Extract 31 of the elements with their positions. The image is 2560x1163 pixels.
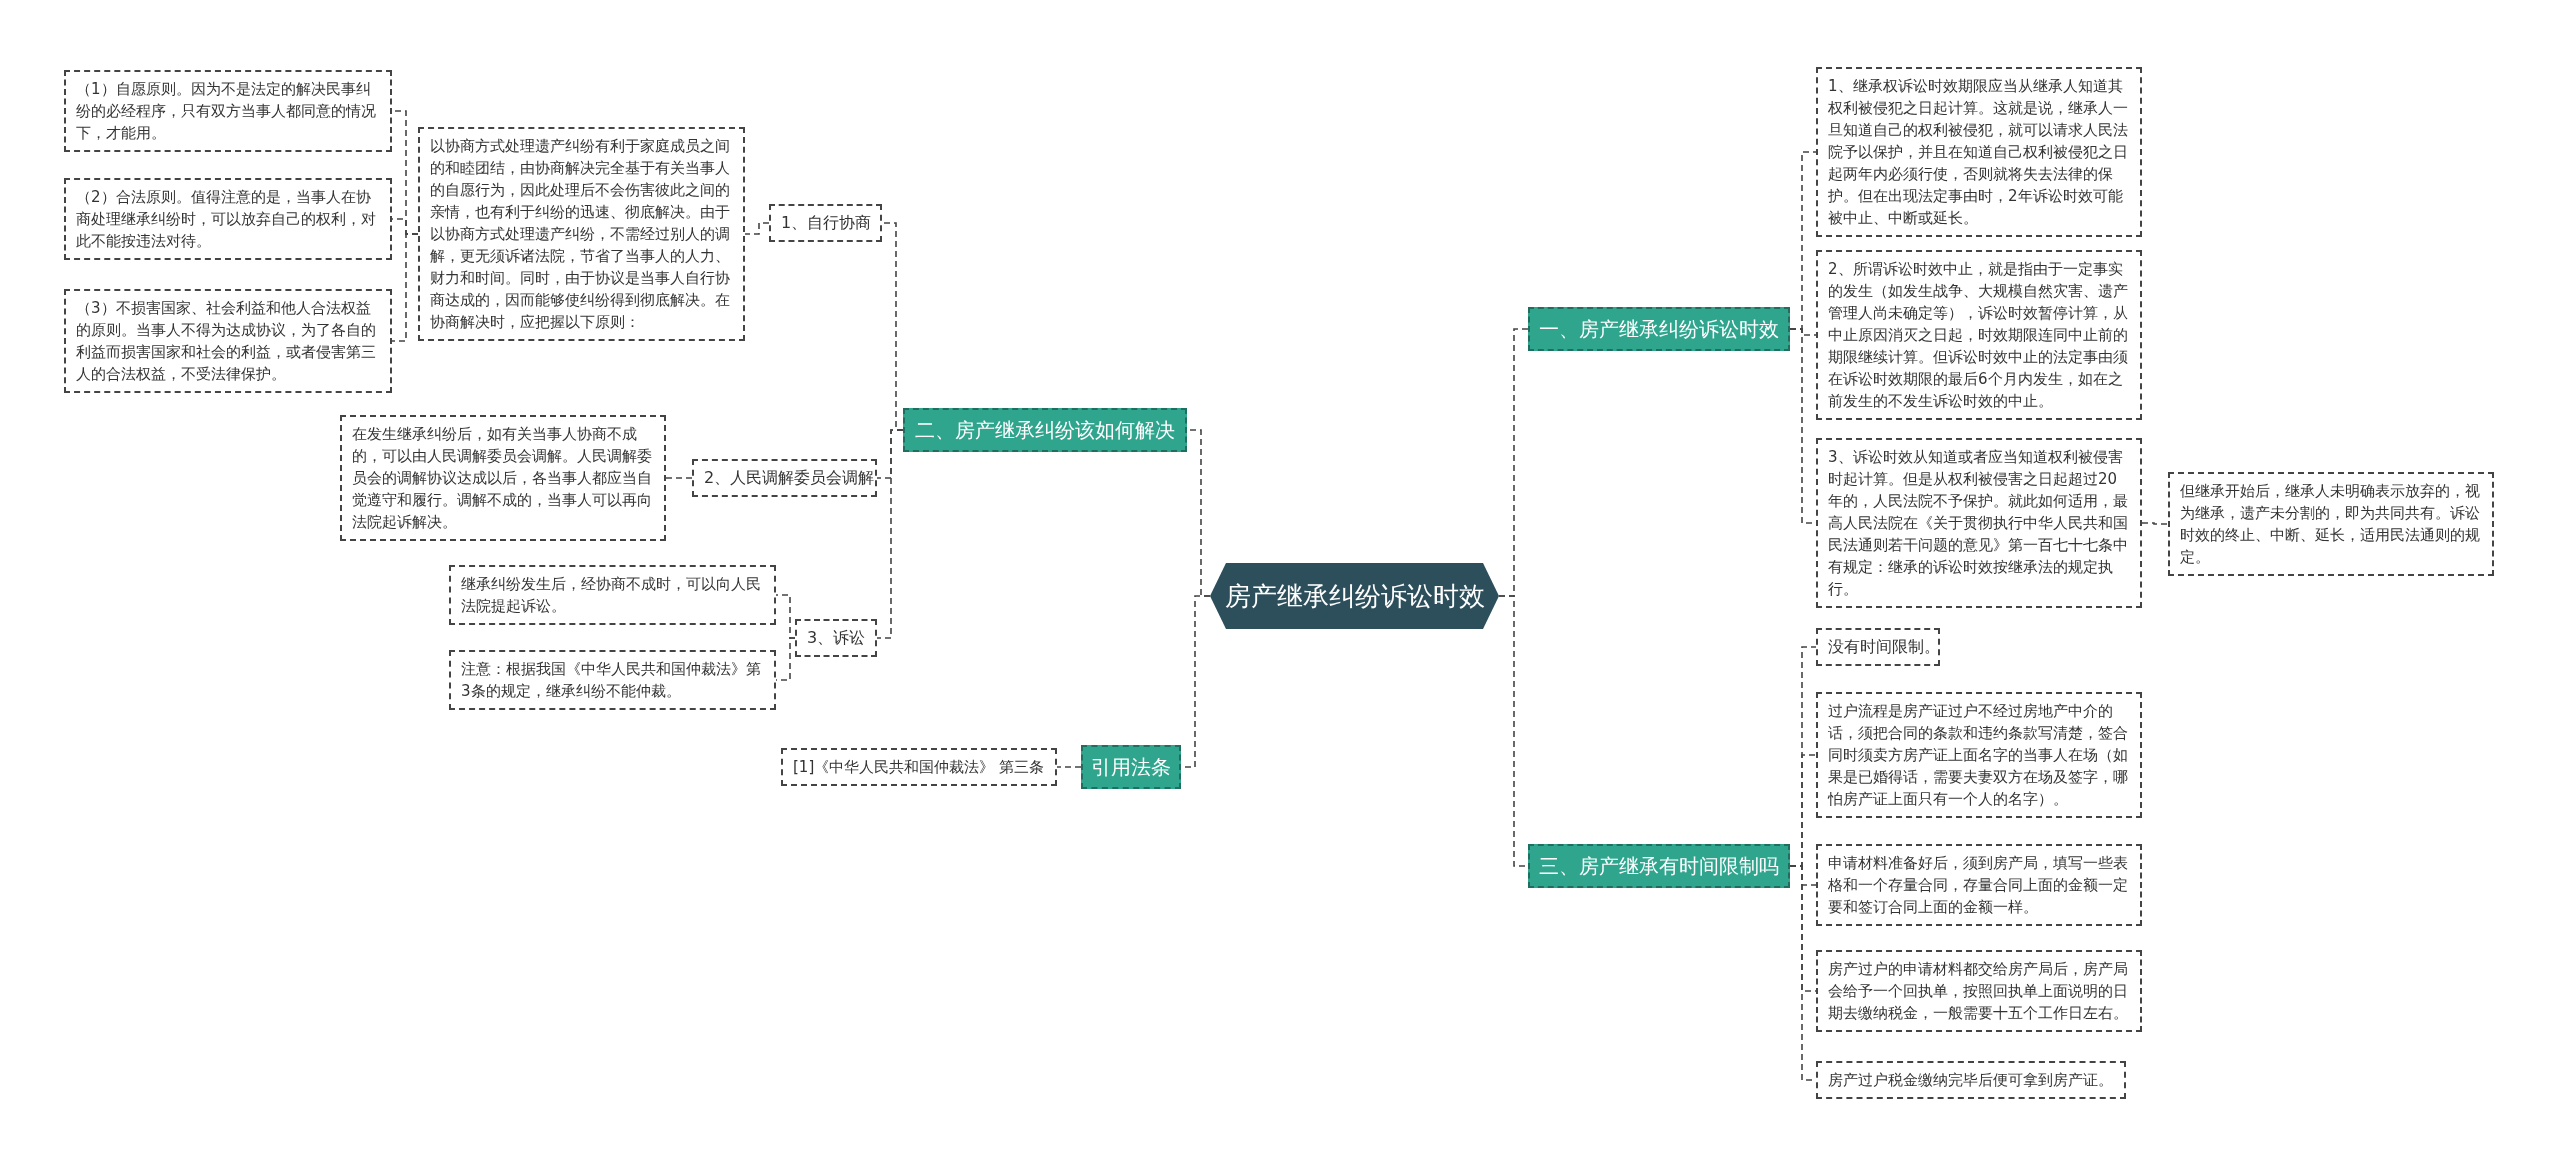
- branch-topic: 一、房产继承纠纷诉讼时效: [1528, 307, 1790, 351]
- connector-line: [744, 222, 770, 235]
- note-box: 注意：根据我国《中华人民共和国仲裁法》第3条的规定，继承纠纷不能仲裁。: [449, 650, 776, 710]
- note-box: 2、人民调解委员会调解: [692, 459, 877, 497]
- connector-line: [876, 429, 904, 639]
- note-box: 没有时间限制。: [1816, 628, 1940, 666]
- note-box: 以协商方式处理遗产纠纷有利于家庭成员之间的和睦团结，由协商解决完全基于有关当事人的自愿行为，因此处理后不会伤害彼此之间的亲情，也有利于纠纷的迅速、彻底解决。由于以协商方式处理遗产纠纷，不需经过别人的调解，更无须诉诸法院，节省了当事人的人力、财力和时间。同时，由于协议是当事人自行协商达成的，因而能够使纠纷得到彻底解决。在协商解决时，应把握以下原则：: [418, 127, 745, 341]
- note-box: （2）合法原则。值得注意的是，当事人在协商处理继承纠纷时，可以放弃自己的权利，对此不能按违法对待。: [64, 178, 392, 260]
- branch-topic: 引用法条: [1081, 745, 1181, 789]
- branch-topic: 二、房产继承纠纷该如何解决: [903, 408, 1187, 452]
- note-box: [1]《中华人民共和国仲裁法》 第三条: [781, 748, 1057, 786]
- note-box: 1、自行协商: [769, 204, 882, 242]
- note-box: 继承纠纷发生后，经协商不成时，可以向人民法院提起诉讼。: [449, 565, 776, 625]
- note-box: 房产过户税金缴纳完毕后便可拿到房产证。: [1816, 1061, 2126, 1099]
- topic-text: 房产继承纠纷诉讼时效: [1224, 579, 1485, 613]
- connector-line: [665, 477, 693, 479]
- note-box: 房产过户的申请材料都交给房产局后，房产局会给予一个回执单，按照回执单上面说明的日期去缴纳税金，一般需要十五个工作日左右。: [1816, 950, 2142, 1032]
- note-box: （3）不损害国家、社会利益和他人合法权益的原则。当事人不得为达成协议，为了各自的利益而损害国家和社会的利益，或者侵害第三人的合法权益，不受法律保护。: [64, 289, 392, 393]
- note-box: 3、诉讼时效从知道或者应当知道权利被侵害时起计算。但是从权利被侵害之日起超过20年的，人民法院不予保护。就此如何适用，最高人民法院在《关于贯彻执行中华人民共和国民法通则若干问题的意见》第一百七十七条中有规定：继承的诉讼时效按继承法的规定执行。: [1816, 438, 2142, 608]
- note-box: 申请材料准备好后，须到房产局，填写一些表格和一个存量合同，存量合同上面的金额一定要和签订合同上面的金额一样。: [1816, 844, 2142, 926]
- connector-line: [1056, 766, 1082, 768]
- note-box: 3、诉讼: [795, 619, 877, 657]
- connector-line: [391, 233, 419, 342]
- connector-line: [2141, 522, 2169, 525]
- note-box: 但继承开始后，继承人未明确表示放弃的，视为继承，遗产未分割的，即为共同共有。诉讼时效的终止、中断、延长，适用民法通则的规定。: [2168, 472, 2494, 576]
- note-box: 1、继承权诉讼时效期限应当从继承人知道其权利被侵犯之日起计算。这就是说，继承人一旦知道自己的权利被侵犯，就可以请求人民法院予以保护，并且在知道自己权利被侵犯之日起两年内必须行使，否则就将失去法律的保护。但在出现法定事由时，2年诉讼时效可能被中止、中断或延长。: [1816, 67, 2142, 237]
- note-box: 过户流程是房产证过户不经过房地产中介的话，须把合同的条款和违约条款写清楚，签合同时须卖方房产证上面名字的当事人在场（如果是已婚得话，需要夫妻双方在场及签字，哪怕房产证上面只有一个人的名字）。: [1816, 692, 2142, 818]
- note-box: （1）自愿原则。因为不是法定的解决民事纠纷的必经程序，只有双方当事人都同意的情况下，才能用。: [64, 70, 392, 152]
- note-box: 2、所谓诉讼时效中止，就是指由于一定事实的发生（如发生战争、大规模自然灾害、遗产管理人尚未确定等），诉讼时效暂停计算，从中止原因消灭之日起，时效期限连同中止前的期限继续计算。但诉讼时效中止的法定事由须在诉讼时效期限的最后6个月内发生，如在之前发生的不发生诉讼时效的中止。: [1816, 250, 2142, 420]
- note-box: 在发生继承纠纷后，如有关当事人协商不成的，可以由人民调解委员会调解。人民调解委员会的调解协议达成以后，各当事人都应当自觉遵守和履行。调解不成的，当事人可以再向法院起诉解决。: [340, 415, 666, 541]
- branch-topic: 三、房产继承有时间限制吗: [1528, 844, 1790, 888]
